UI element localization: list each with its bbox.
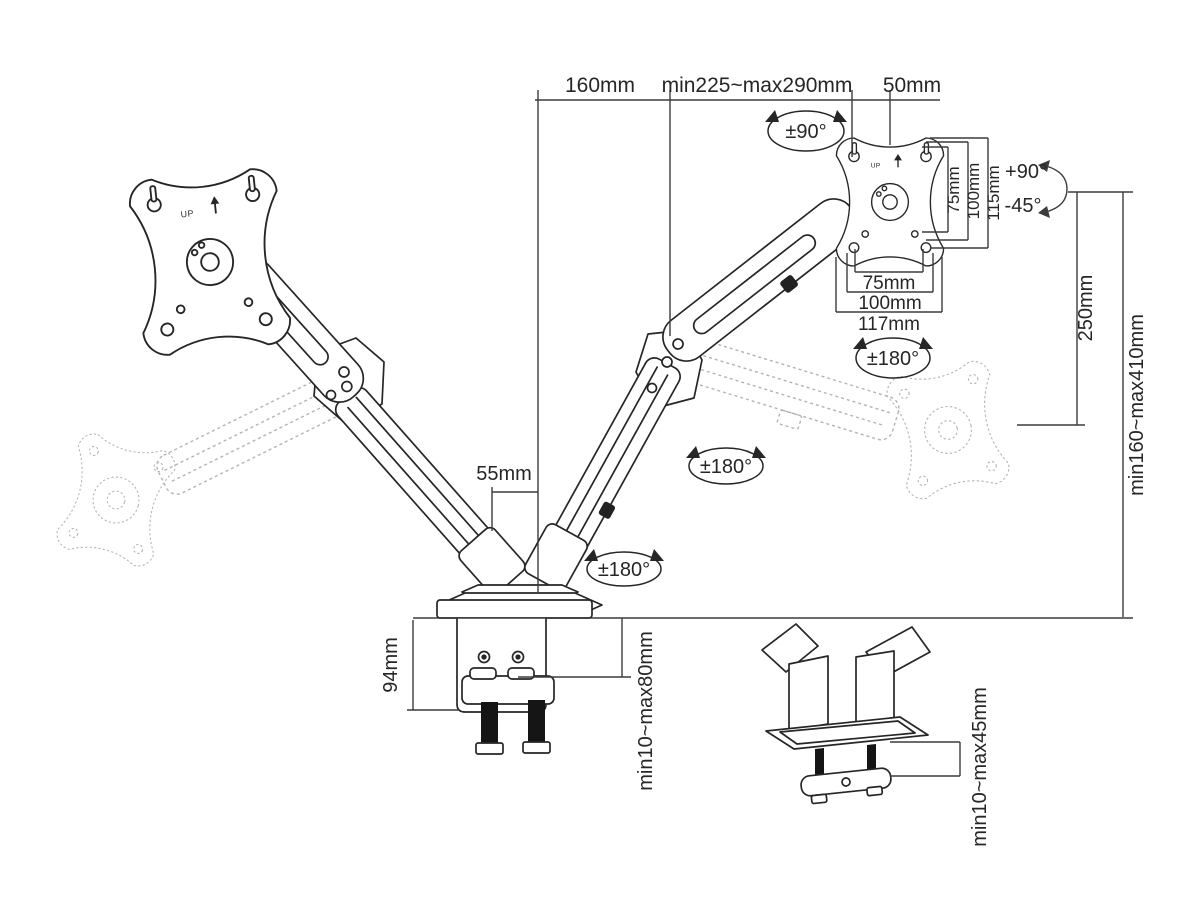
pivot-screw bbox=[338, 366, 350, 378]
dim-vesa-w100: 100mm bbox=[858, 293, 921, 314]
pivot-screw bbox=[646, 382, 658, 394]
vesa-plate-left: UP bbox=[126, 165, 294, 359]
dim-vesa-h100: 100mm bbox=[964, 163, 983, 220]
tilt-up-label: +90° bbox=[1005, 161, 1047, 183]
ghost-vesa-plate-right bbox=[883, 357, 1013, 503]
base-mount-right bbox=[523, 523, 589, 591]
ghost-vesa-plate-left bbox=[53, 430, 179, 570]
clamp-screw bbox=[481, 702, 498, 744]
base-pedestal bbox=[436, 584, 603, 619]
rotate-180-indicator-mid bbox=[686, 446, 766, 485]
up-marker: UP bbox=[180, 208, 194, 219]
rotate-180-label-mid: ±180° bbox=[700, 456, 752, 478]
ghost-arm-left bbox=[53, 377, 344, 570]
base-mount-left bbox=[458, 526, 526, 596]
grommet-bottom-bar bbox=[800, 767, 892, 805]
dim-250mm: 250mm bbox=[1075, 275, 1097, 342]
rotate-180-label-top: ±180° bbox=[867, 348, 919, 370]
pivot-screw bbox=[325, 389, 337, 401]
upper-arm-right bbox=[662, 198, 858, 362]
dimension-lines bbox=[407, 90, 1133, 777]
tilt-down-label: -45° bbox=[1005, 195, 1042, 217]
dim-55mm: 55mm bbox=[476, 463, 532, 485]
dim-vesa-h75: 75mm bbox=[944, 166, 963, 213]
dim-grommet-thickness: min10~max45mm bbox=[969, 687, 991, 847]
dim-vesa-w75: 75mm bbox=[863, 273, 916, 294]
dim-vesa-w117: 117mm bbox=[858, 314, 920, 335]
pivot-screw bbox=[661, 356, 673, 368]
rotation-indicators bbox=[584, 110, 933, 587]
dimension-labels: 160mm min225~max290mm 50mm 55mm 75mm 100… bbox=[380, 74, 1148, 847]
dim-50mm: 50mm bbox=[883, 74, 941, 97]
up-marker: UP bbox=[871, 163, 881, 170]
cable-clip-icon bbox=[598, 501, 616, 519]
clamp-screw-foot bbox=[475, 742, 504, 755]
rotate-180-indicator-base bbox=[584, 549, 664, 587]
monitor-arm-drawing: UP UP bbox=[126, 137, 945, 805]
desk-clamp bbox=[456, 617, 555, 755]
cable-clip-icon bbox=[780, 275, 798, 293]
rotate-180-label-base: ±180° bbox=[598, 559, 650, 581]
vesa-plate-right: UP bbox=[835, 137, 945, 267]
dim-height-range: min160~max410mm bbox=[1126, 314, 1148, 496]
dim-vesa-h115: 115mm bbox=[984, 165, 1003, 220]
dim-reach-range: min225~max290mm bbox=[662, 74, 853, 97]
dim-94mm: 94mm bbox=[380, 637, 402, 693]
dim-160mm: 160mm bbox=[565, 74, 635, 97]
grommet-mount bbox=[761, 623, 931, 805]
swivel-90-indicator bbox=[765, 110, 847, 152]
swivel-90-label: ±90° bbox=[785, 121, 826, 143]
dim-clamp-thickness: min10~max80mm bbox=[635, 631, 657, 791]
rotate-180-indicator-top bbox=[853, 337, 933, 379]
clamp-screw-foot bbox=[522, 741, 551, 754]
clamp-screw bbox=[528, 700, 545, 744]
